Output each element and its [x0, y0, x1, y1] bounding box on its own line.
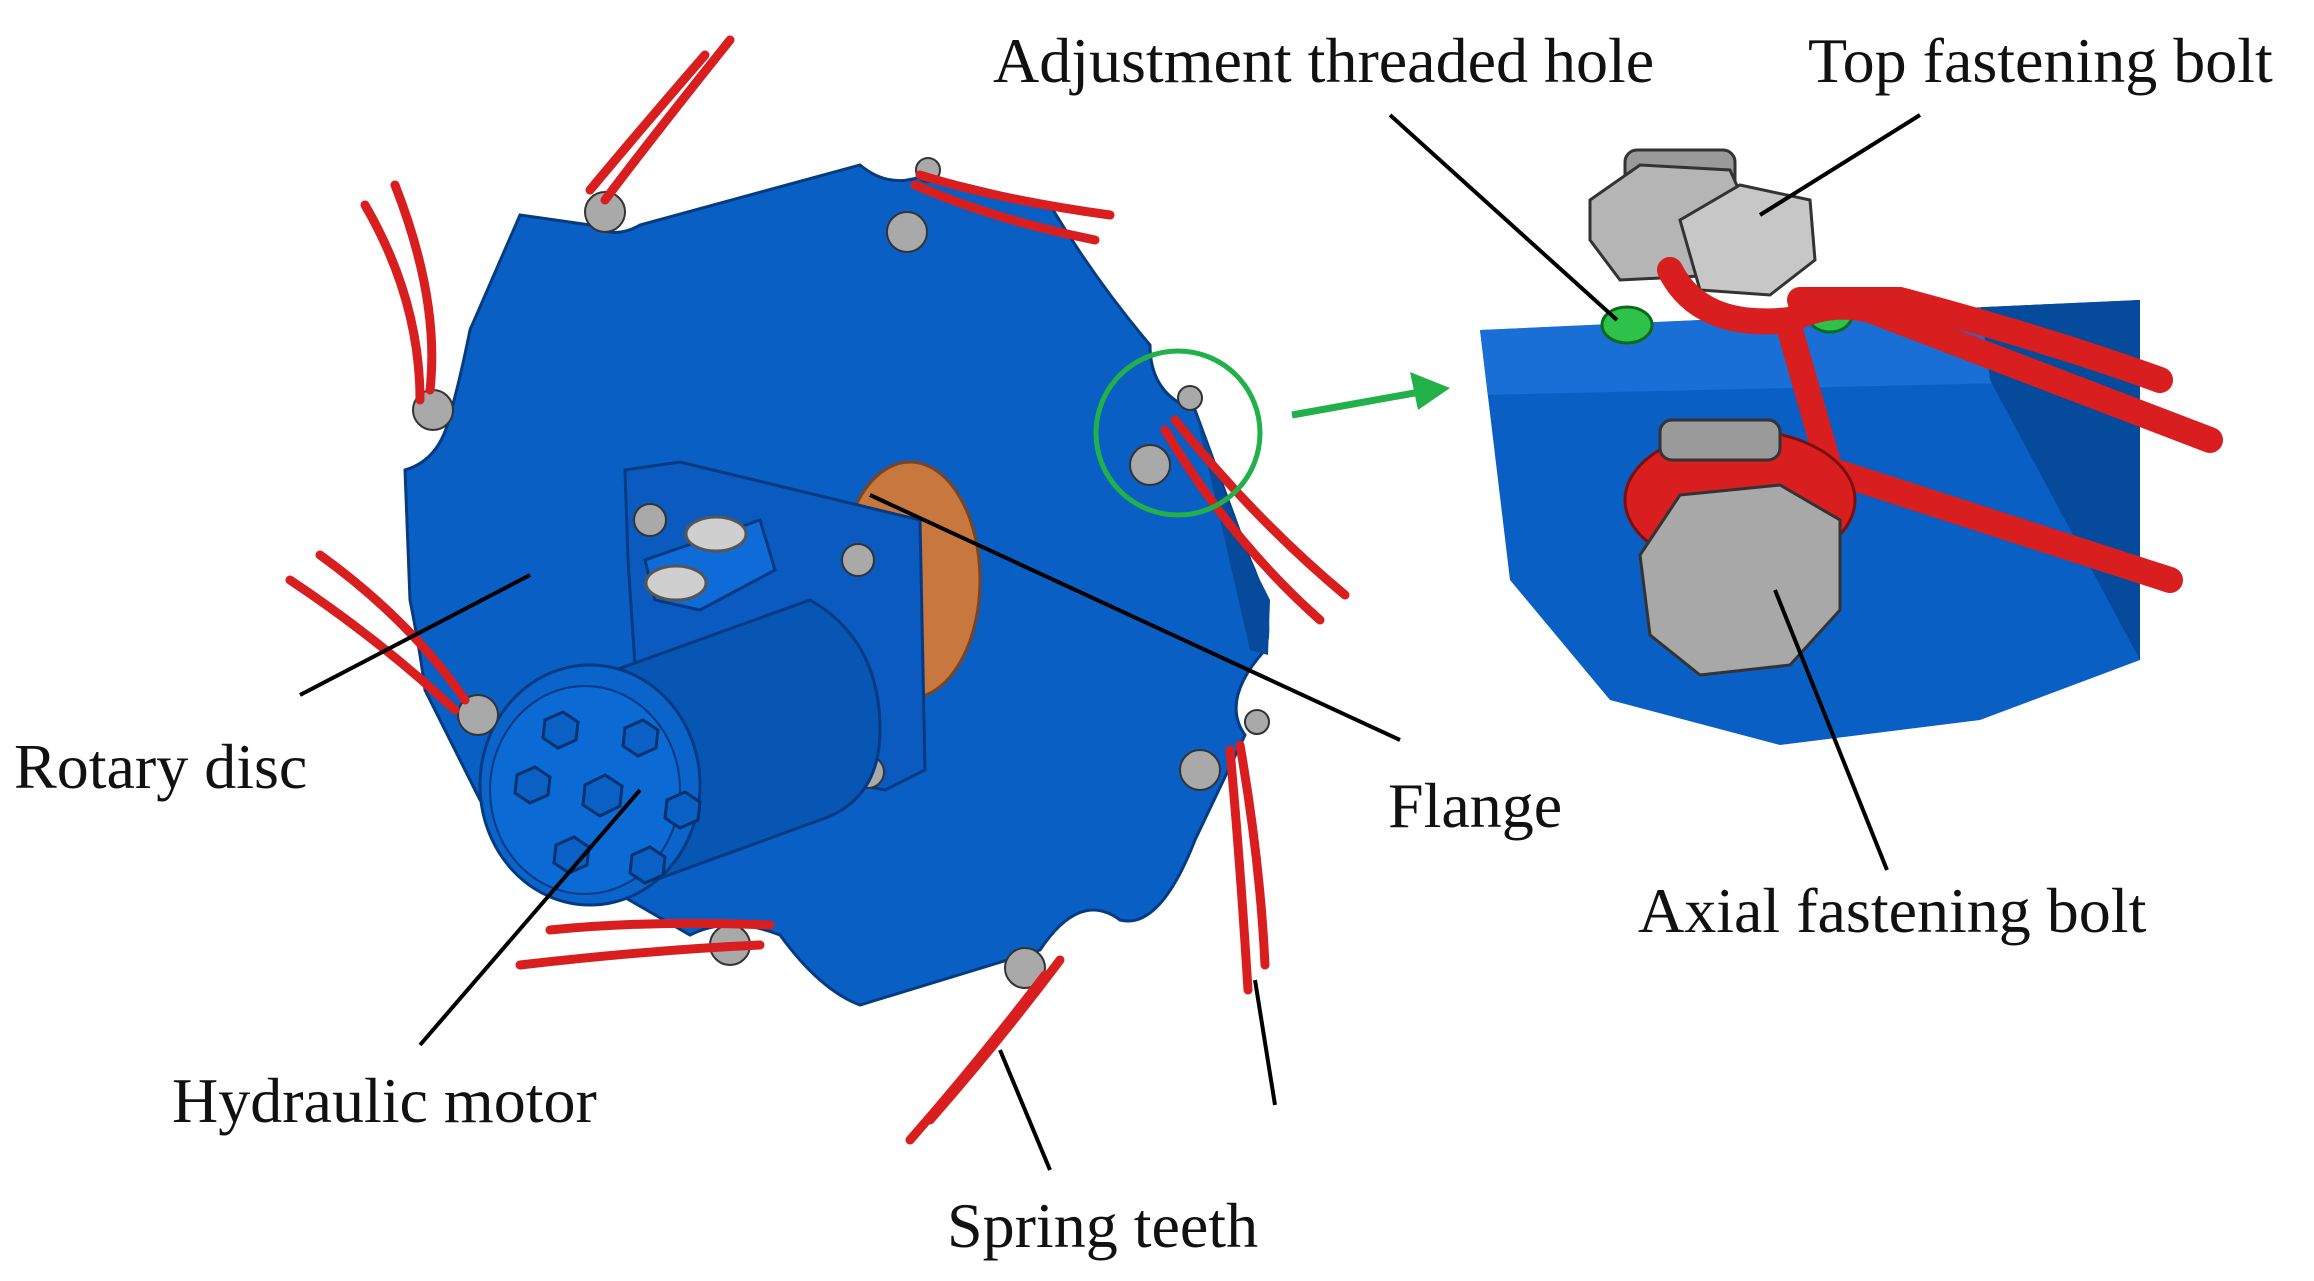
rotary-disc-assembly: [285, 35, 1350, 1145]
top-fastening-bolt: [1588, 148, 1817, 297]
leader-lines: [299, 113, 1922, 1171]
label-adjustment-hole: Adjustment threaded hole: [993, 25, 1654, 96]
zoomed-detail: [1480, 148, 2223, 745]
label-hydraulic-motor: Hydraulic motor: [172, 1065, 597, 1136]
leader-spring-teeth-left: [998, 1049, 1052, 1171]
label-top-bolt: Top fastening bolt: [1808, 25, 2273, 96]
label-spring-teeth: Spring teeth: [947, 1190, 1258, 1261]
detail-highlight-circle: [1093, 348, 1263, 518]
leader-axial-bolt: [1773, 589, 1889, 871]
spring-teeth: [285, 35, 1350, 1145]
hydraulic-motor: [478, 598, 882, 907]
labels: Adjustment threaded hole Top fastening b…: [14, 25, 2273, 1261]
label-flange: Flange: [1388, 770, 1562, 841]
leader-top-bolt: [1758, 113, 1922, 217]
detail-arrow: [1291, 372, 1450, 419]
leader-flange: [869, 493, 1401, 742]
leader-adjustment-hole: [1388, 113, 1619, 322]
label-axial-bolt: Axial fastening bolt: [1638, 875, 2147, 946]
rim-bolts: [412, 157, 1270, 989]
leader-spring-teeth-right: [1253, 979, 1277, 1106]
label-rotary-disc: Rotary disc: [14, 731, 307, 802]
leader-rotary-disc: [299, 573, 531, 697]
leader-hydraulic-motor: [418, 788, 642, 1047]
